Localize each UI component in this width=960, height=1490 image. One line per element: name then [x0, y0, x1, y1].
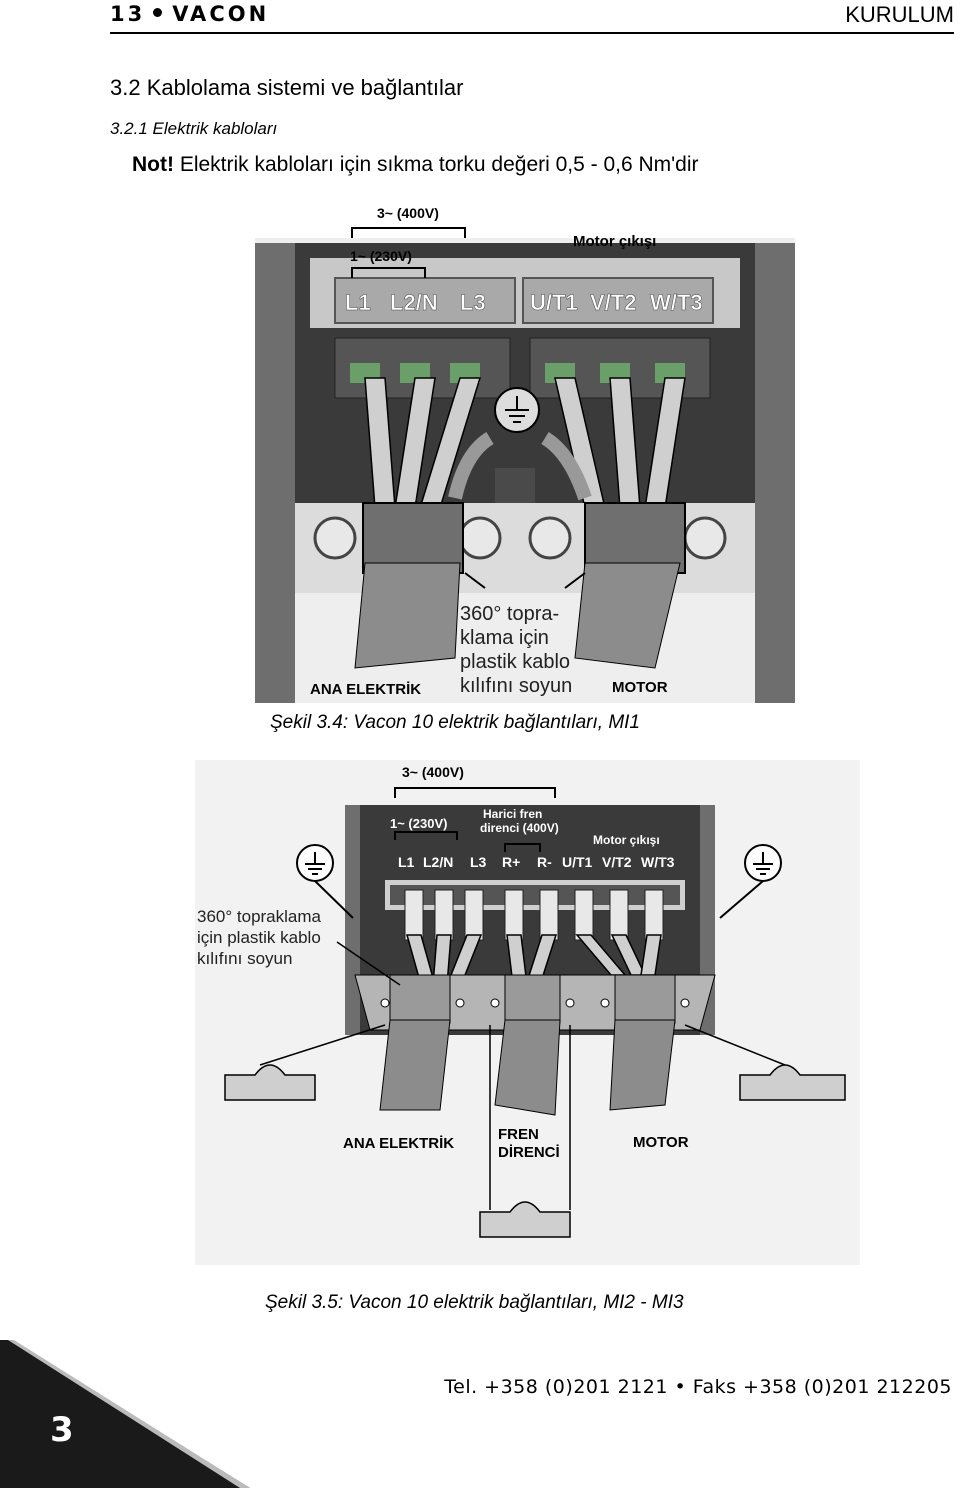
- svg-text:360° topra-: 360° topra-: [460, 603, 559, 625]
- label-mains: ANA ELEKTRİK: [343, 1135, 454, 1152]
- page-number: 13: [110, 2, 146, 26]
- bullet-dot-icon: [153, 7, 163, 17]
- cable-clamp-left: [224, 1064, 316, 1101]
- torque-note: Not! Elektrik kabloları için sıkma torku…: [132, 153, 699, 177]
- page-header-left: 13 VACON: [110, 2, 269, 26]
- label-mains: ANA ELEKTRİK: [310, 681, 421, 698]
- figure2-caption: Şekil 3.5: Vacon 10 elektrik bağlantılar…: [265, 1292, 684, 1313]
- label-motor: MOTOR: [612, 679, 668, 696]
- label-motor-out: Motor çıkışı: [573, 233, 656, 250]
- terminal-Rplus: R+: [502, 854, 520, 870]
- cable-clamp-right: [739, 1064, 846, 1101]
- label-brake-2: DİRENCİ: [498, 1144, 560, 1161]
- label-1ph: 1~ (230V): [350, 248, 412, 264]
- terminal-VT2: V/T2: [602, 854, 632, 870]
- svg-text:kılıfını soyun: kılıfını soyun: [197, 949, 292, 968]
- footer-contact: Tel. +358 (0)201 2121 • Faks +358 (0)201…: [444, 1376, 952, 1398]
- terminal-L2N: L2/N: [390, 290, 438, 315]
- strip-note: 360° topraklama için plastik kablo kılıf…: [197, 907, 322, 968]
- motor-cable-clamp: [584, 502, 686, 574]
- label-brake-ext-1: Harici fren: [483, 807, 542, 821]
- terminal-WT3: W/T3: [641, 854, 675, 870]
- label-brake-1: FREN: [498, 1126, 539, 1143]
- section-name: KURULUM: [845, 2, 954, 27]
- header-rule: [110, 32, 954, 34]
- terminal-L1: L1: [398, 854, 415, 870]
- subsection-title: 3.2.1 Elektrik kabloları: [110, 119, 278, 138]
- note-label: Not!: [132, 153, 174, 176]
- label-1ph: 1~ (230V): [390, 816, 447, 831]
- terminal-L1: L1: [345, 290, 371, 315]
- terminal-UT1: U/T1: [530, 290, 578, 315]
- terminal-WT3: W/T3: [650, 290, 703, 315]
- label-brake-ext-2: direnci (400V): [480, 821, 559, 835]
- label-motor-out: Motor çıkışı: [593, 833, 660, 847]
- note-text: Elektrik kabloları için sıkma torku değe…: [173, 153, 699, 176]
- terminal-VT2: V/T2: [590, 290, 636, 315]
- cable-clamp-bottom: [479, 1201, 571, 1238]
- label-3ph: 3~ (400V): [377, 205, 439, 221]
- terminal-Rminus: R-: [537, 854, 552, 870]
- label-motor: MOTOR: [633, 1134, 689, 1151]
- strip-note: 360° topra- klama için plastik kablo kıl…: [460, 603, 572, 697]
- brand-name: VACON: [172, 2, 270, 26]
- terminal-L3: L3: [470, 854, 487, 870]
- figure1-caption: Şekil 3.4: Vacon 10 elektrik bağlantılar…: [270, 712, 640, 733]
- terminal-UT1: U/T1: [562, 854, 593, 870]
- figure-mi1-wiring: 3~ (400V) 1~ (230V) Motor çıkışı L1 L2/N…: [255, 205, 795, 703]
- svg-text:için plastik kablo: için plastik kablo: [197, 928, 321, 947]
- svg-text:plastik kablo: plastik kablo: [460, 651, 570, 673]
- terminal-L3: L3: [460, 290, 486, 315]
- svg-text:360° topraklama: 360° topraklama: [197, 907, 322, 926]
- chapter-tab-decoration: [0, 1340, 250, 1488]
- chapter-tab-number: 3: [50, 1410, 74, 1450]
- figure-mi2-mi3-wiring: 3~ (400V) 1~ (230V) Harici fren direnci …: [195, 760, 860, 1265]
- section-title: 3.2 Kablolama sistemi ve bağlantılar: [110, 75, 464, 100]
- svg-text:kılıfını soyun: kılıfını soyun: [460, 675, 572, 697]
- terminal-L2N: L2/N: [423, 854, 453, 870]
- svg-text:klama için: klama için: [460, 627, 549, 649]
- mains-cable-clamp: [362, 502, 464, 574]
- label-3ph: 3~ (400V): [402, 764, 464, 780]
